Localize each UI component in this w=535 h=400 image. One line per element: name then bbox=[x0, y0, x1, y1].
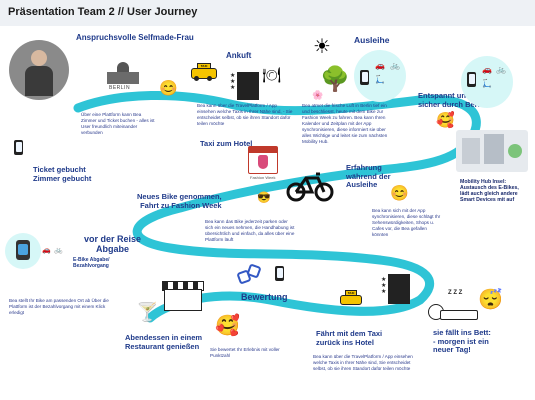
smiley-icon: 😊 bbox=[159, 80, 178, 97]
taxi-icon: TAXI bbox=[340, 290, 362, 306]
calendar-icon bbox=[248, 146, 278, 174]
cool-smiley-icon: 😎 bbox=[257, 192, 271, 204]
phone-icon bbox=[275, 266, 284, 281]
tree-icon: 🌳 bbox=[320, 66, 350, 93]
step-ticket-desc: Über eine Plattform kann Bea Zimmer und … bbox=[81, 112, 155, 135]
hotel-building-icon bbox=[237, 72, 259, 100]
hub-building bbox=[462, 138, 480, 164]
hub-tree bbox=[508, 144, 522, 158]
bike-icon: 🚲 bbox=[54, 247, 63, 254]
berlin-icon: BERLIN bbox=[105, 62, 141, 92]
step-bewertung-label: Bewertung bbox=[241, 292, 288, 302]
thumbs-icon bbox=[237, 264, 261, 284]
step-taxi-zurueck-label: Fährt mit dem Taxi zurück ins Hotel bbox=[316, 329, 383, 347]
love-smiley-icon: 🥰 bbox=[215, 315, 240, 337]
berlin-building bbox=[107, 72, 139, 84]
restaurant-building-icon bbox=[162, 275, 204, 311]
step-ausleihe-desc: Bea atmet die frische Luft in Berlin tie… bbox=[302, 103, 388, 144]
taxi-wheel bbox=[207, 76, 212, 81]
step-vor-reise-label: vor der Reise Abgabe bbox=[84, 234, 142, 255]
persona-title: Anspruchsvolle Selfmade-Frau bbox=[76, 33, 194, 42]
step-ausleihe-label: Ausleihe bbox=[354, 35, 390, 45]
title-bar bbox=[0, 0, 535, 26]
step-taxi-hotel-label: Taxi zum Hotel bbox=[200, 139, 253, 148]
car-icon: 🚗 bbox=[42, 247, 51, 254]
step-vor-reise-desc: Bea stellt Ihr Bike am passenden Ort ab … bbox=[9, 298, 109, 315]
step-abendessen-desc: Sie bewertet Ihr Erlebnis mit voller Pun… bbox=[210, 347, 280, 358]
sleeping-smiley-icon: 😴 bbox=[478, 289, 503, 311]
restaurant-front bbox=[164, 289, 202, 311]
smiley-icon: 😊 bbox=[390, 185, 409, 202]
watch-screen bbox=[18, 244, 28, 255]
step-neues-bike-label: Neues Bike genommen, Fahrt zu Fashion We… bbox=[137, 192, 222, 210]
step-vor-reise-sub: E-Bike Abgabe/ Bezahlvorgang bbox=[73, 257, 110, 269]
persona-figure bbox=[31, 50, 47, 66]
berlin-dome bbox=[117, 62, 129, 72]
phone-icon bbox=[360, 70, 369, 85]
calendar-top bbox=[249, 147, 277, 153]
bicycle-icon bbox=[286, 172, 334, 202]
step-taxi-zurueck-desc: Bea kann über die TravelPlatform / App e… bbox=[313, 354, 413, 371]
taxi-icon: TAXI bbox=[191, 63, 217, 81]
taxi-body bbox=[340, 295, 362, 305]
scooter-icon: 🛴 bbox=[375, 75, 385, 84]
cocktail-icon: 🍸 bbox=[136, 302, 159, 322]
step-erfahrung-desc: Bea kann sich mit der App synchronisiere… bbox=[372, 208, 441, 237]
car-icon: 🚗 bbox=[482, 65, 492, 74]
step-ankuft-desc: Bea kann über die TravelPlatform / App e… bbox=[197, 103, 293, 126]
step-erfahrung-label: Erfahrung während der Ausleihe bbox=[346, 163, 391, 190]
sleep-icon: Z Z Z bbox=[428, 290, 478, 320]
sleep-bed bbox=[440, 310, 478, 320]
hotel-building-icon bbox=[388, 274, 410, 304]
phone-icon bbox=[14, 140, 23, 155]
page-title: Präsentation Team 2 // User Journey bbox=[8, 6, 198, 18]
step-ticket-label: Ticket gebucht Zimmer gebucht bbox=[33, 165, 92, 183]
persona-photo bbox=[9, 40, 69, 100]
mobility-hub-illustration bbox=[456, 130, 528, 172]
fashion-week-text: Fashion Week bbox=[250, 175, 276, 180]
step-ankuft-label: Ankuft bbox=[226, 51, 252, 60]
step-mobility-hub-label: Mobility Hub Insel: Austausch des E-Bike… bbox=[460, 179, 519, 203]
bike-icon: 🚲 bbox=[390, 61, 400, 70]
step-bett-label: sie fällt ins Bett: - morgen ist ein neu… bbox=[433, 328, 491, 355]
bike-icon: 🚲 bbox=[496, 65, 506, 74]
hub-building bbox=[484, 134, 504, 164]
step-neues-bike-desc: Bea kann das Bike jederzeit parken oder … bbox=[205, 219, 295, 242]
taxi-body bbox=[191, 68, 217, 79]
journey-path-line bbox=[73, 90, 481, 323]
step-abendessen-label: Abendessen in einem Restaurant genießen bbox=[125, 333, 203, 351]
sleep-zzz: Z Z Z bbox=[448, 290, 463, 296]
phone-icon bbox=[467, 72, 476, 87]
flower-icon: 🌸 bbox=[312, 90, 324, 100]
love-smiley-icon: 🥰 bbox=[436, 112, 455, 129]
scooter-icon: 🛴 bbox=[482, 79, 492, 88]
restaurant-icon: 🍽 bbox=[262, 67, 282, 84]
dress-icon bbox=[258, 155, 268, 169]
persona-figure-body bbox=[25, 66, 53, 96]
car-icon: 🚗 bbox=[375, 61, 385, 70]
berlin-text: BERLIN bbox=[109, 85, 131, 91]
sun-icon: ☀ bbox=[313, 36, 331, 58]
taxi-wheel bbox=[194, 76, 199, 81]
hotel-stars-icon: ★★★ bbox=[381, 277, 387, 295]
hotel-stars-icon: ★★★ bbox=[230, 73, 236, 91]
smartwatch-icon bbox=[16, 240, 30, 260]
